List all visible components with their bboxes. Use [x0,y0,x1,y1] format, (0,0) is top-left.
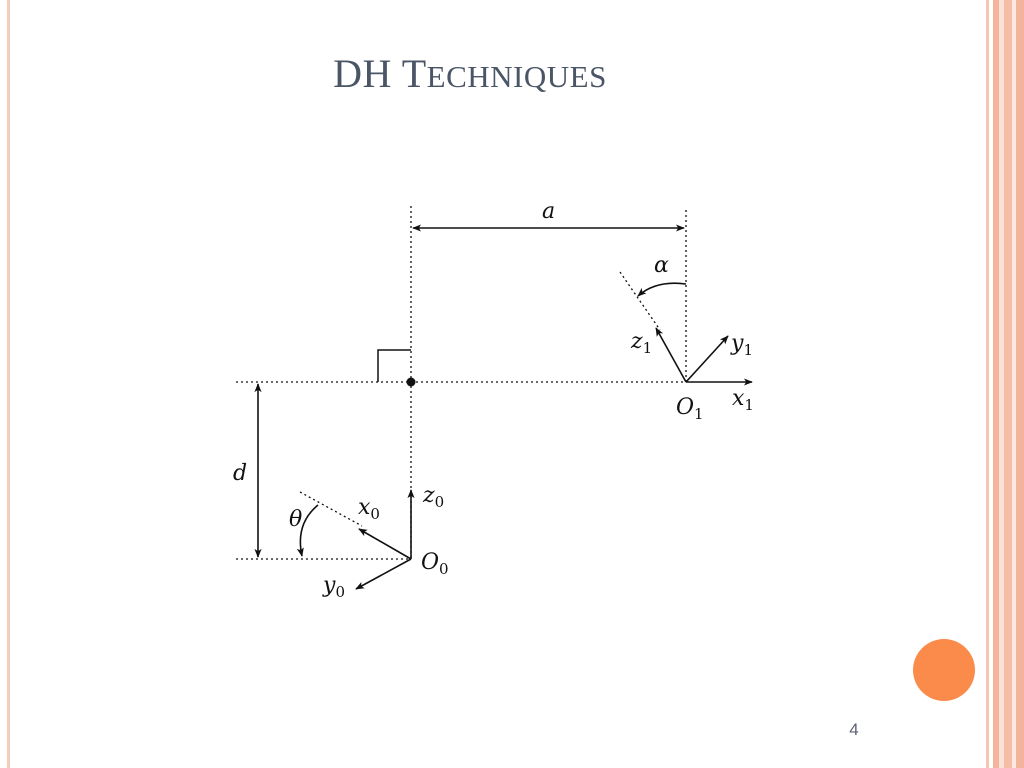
axis-y1-arrow [685,335,729,383]
label-o1-main: O [676,395,694,420]
page-number: 4 [849,720,859,739]
label-z1-sub: 1 [643,339,653,357]
alpha-arc-arrow [637,282,687,297]
accent-circle [913,639,975,701]
title-rest: ECHNIQUES [426,59,607,94]
axis-x0-arrow [358,528,412,560]
label-a: a [542,199,555,224]
slide-title: DH TECHNIQUES [0,50,940,97]
label-x1: x1 [732,386,754,414]
label-d: d [233,461,247,486]
axis-z1-arrow [655,327,687,383]
label-o0-main: O [421,550,439,575]
frame-right-stripes [978,0,1024,768]
label-z0-main: z [422,483,435,508]
label-o0: O0 [421,550,449,578]
label-theta: θ [289,507,302,532]
theta-reference-line [299,491,363,527]
label-y1: y1 [730,331,753,359]
label-x0-sub: 0 [370,505,380,523]
label-alpha: α [654,253,669,278]
label-z1: z1 [630,329,652,357]
label-y0: y0 [322,573,345,601]
label-z1-main: z [630,329,643,354]
label-o1-sub: 1 [694,405,704,423]
label-z0-sub: 0 [435,493,445,511]
label-x0-main: x [358,495,371,520]
label-y1-main: y [730,331,744,356]
label-x1-sub: 1 [744,396,754,414]
label-z0: z0 [422,483,444,511]
intersection-point [406,377,416,387]
label-o1: O1 [676,395,704,423]
label-x1-main: x [732,386,745,411]
right-angle-marker [377,349,411,382]
frame-left-stripe [7,0,10,768]
theta-arc-arrow [296,504,319,557]
label-y0-main: y [322,573,336,598]
alpha-reference-line [619,271,661,331]
title-first: DH T [333,51,427,96]
label-o0-sub: 0 [439,560,449,578]
label-y1-sub: 1 [743,341,753,359]
label-x0: x0 [358,495,380,523]
label-y0-sub: 0 [335,583,345,601]
axis-y0-arrow [355,558,412,590]
